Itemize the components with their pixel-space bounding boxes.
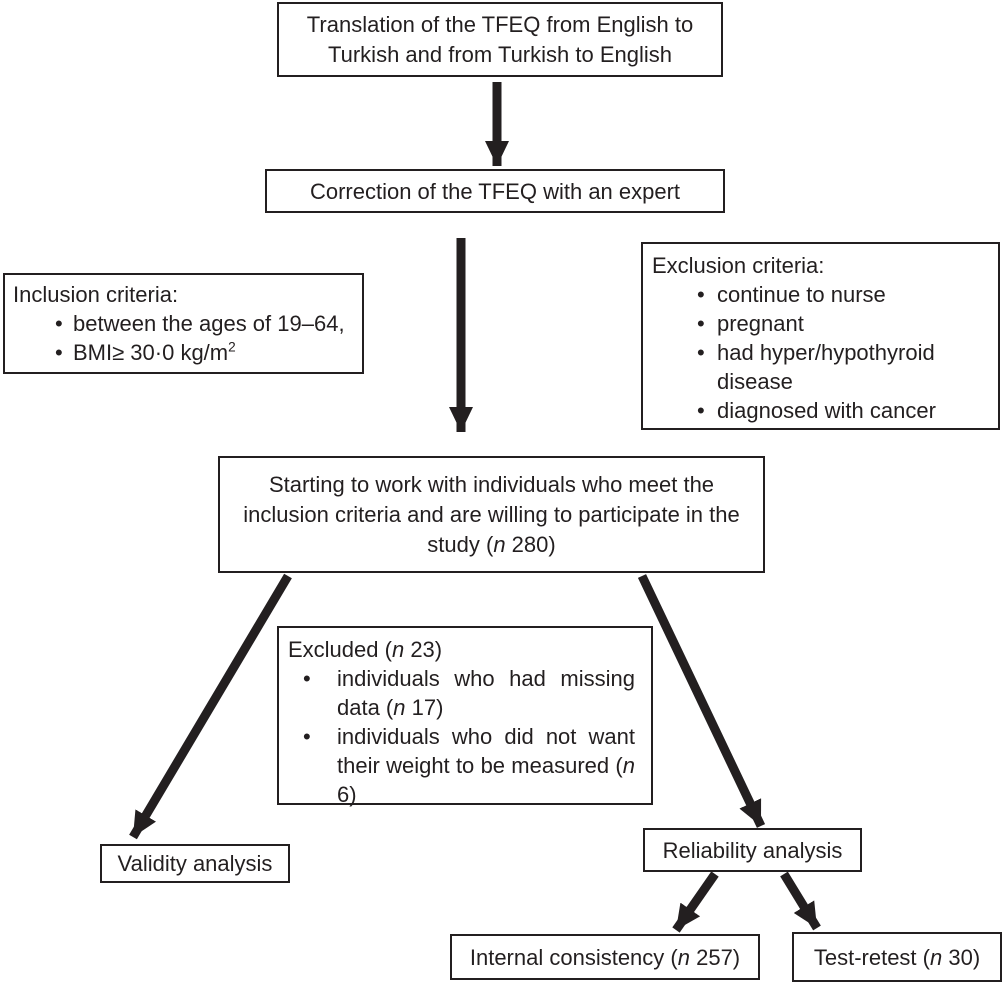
arrow-starting-to-reliability bbox=[637, 574, 766, 828]
node-starting-text: Starting to work with individuals who me… bbox=[243, 471, 740, 557]
bullet-icon: • bbox=[55, 340, 63, 365]
node-testretest-text: Test-retest (n 30) bbox=[813, 944, 981, 970]
bullet-icon: • bbox=[697, 282, 705, 307]
node-internal-text: Internal consistency (n 257) bbox=[469, 944, 741, 970]
node-internal-consistency: Internal consistency (n 257) bbox=[450, 934, 760, 980]
bullet-icon: • bbox=[697, 311, 705, 336]
arrow-reliability-to-internal bbox=[672, 871, 719, 933]
exclusion-bullet-nurse: •continue to nurse bbox=[697, 282, 886, 307]
n-italic: n bbox=[393, 695, 406, 720]
node-test-retest: Test-retest (n 30) bbox=[792, 932, 1002, 982]
node-translation: Translation of the TFEQ from English to … bbox=[277, 2, 723, 77]
exclusion-bullet-cancer: •diagnosed with cancer bbox=[697, 398, 936, 423]
bullet-icon: • bbox=[303, 666, 311, 691]
node-excluded: Excluded (n 23) •individuals who had mis… bbox=[277, 626, 653, 807]
inclusion-bullet-bmi: •BMI≥ 30·0 kg/m2 bbox=[55, 339, 236, 365]
n-italic: n bbox=[677, 944, 690, 970]
node-correction: Correction of the TFEQ with an expert bbox=[265, 169, 725, 213]
bullet-icon: • bbox=[697, 340, 705, 365]
exclusion-bullet-thyroid: •had hyper/hypothyroid disease bbox=[697, 340, 935, 394]
node-exclusion-criteria: Exclusion criteria: •continue to nurse •… bbox=[641, 242, 1000, 430]
n-italic: n bbox=[622, 753, 635, 778]
node-validity-text: Validity analysis bbox=[117, 851, 273, 876]
excluded-bullet-weight: •individuals who did not want their weig… bbox=[303, 724, 635, 807]
n-italic: n bbox=[929, 944, 943, 970]
inclusion-bullet-age: •between the ages of 19–64, bbox=[55, 311, 345, 336]
node-reliability-text: Reliability analysis bbox=[662, 837, 843, 863]
excluded-bullet-missing-data: •individuals who had missing data (n 17) bbox=[303, 666, 635, 720]
n-italic: n bbox=[391, 637, 405, 662]
excluded-title: Excluded (n 23) bbox=[288, 637, 443, 662]
node-reliability-analysis: Reliability analysis bbox=[643, 828, 862, 872]
arrow-starting-to-validity bbox=[129, 573, 292, 840]
superscript-2: 2 bbox=[228, 339, 236, 355]
bullet-icon: • bbox=[697, 398, 705, 423]
node-inclusion-criteria: Inclusion criteria: •between the ages of… bbox=[3, 273, 364, 374]
exclusion-title: Exclusion criteria: bbox=[652, 253, 825, 278]
arrow-reliability-to-testretest bbox=[780, 871, 821, 931]
bullet-icon: • bbox=[55, 311, 63, 336]
node-translation-text: Translation of the TFEQ from English to … bbox=[306, 11, 694, 67]
node-starting-sample: Starting to work with individuals who me… bbox=[218, 456, 765, 573]
node-correction-text: Correction of the TFEQ with an expert bbox=[309, 178, 681, 204]
n-italic: n bbox=[493, 531, 506, 557]
exclusion-bullet-pregnant: •pregnant bbox=[697, 311, 804, 336]
bullet-icon: • bbox=[303, 724, 311, 749]
inclusion-title: Inclusion criteria: bbox=[13, 282, 179, 307]
node-validity-analysis: Validity analysis bbox=[100, 844, 290, 883]
